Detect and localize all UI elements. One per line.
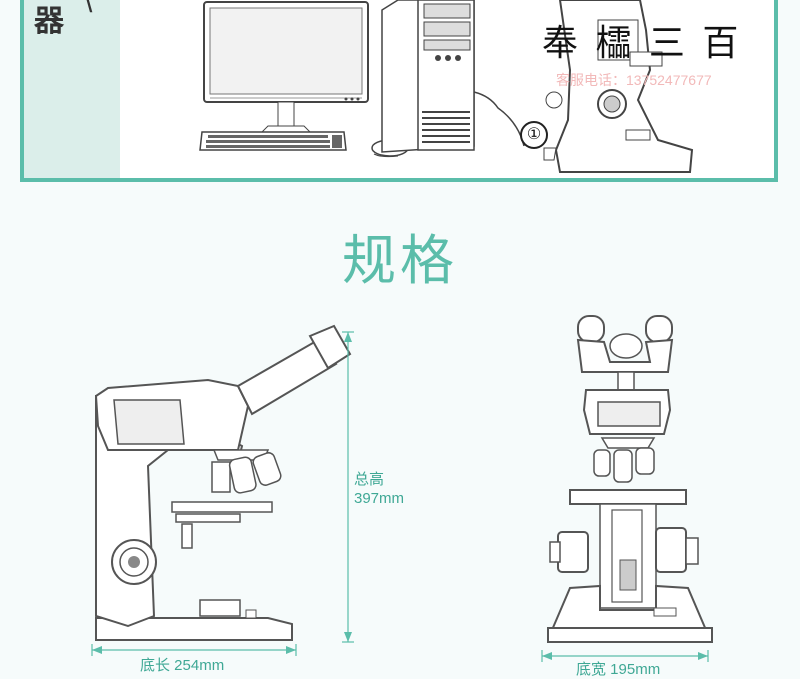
watermark-title: 奉 櫺 三 百 [542, 23, 742, 64]
panel-side-label-extra: \ [84, 0, 93, 19]
height-value: 397mm [354, 490, 405, 507]
keyboard-icon [199, 131, 347, 151]
connection-callout: ① [520, 121, 548, 149]
microscope-side-icon [94, 324, 352, 641]
depth-dimension-line [91, 644, 297, 656]
height-dimension-line [342, 331, 354, 643]
panel-side-label: 器 [34, 4, 66, 39]
depth-label: 底长 254mm [140, 657, 225, 674]
microscope-front-icon [547, 315, 713, 643]
width-label: 底宽 195mm [576, 661, 661, 678]
watermark-subtitle: 客服电话：13752477677 [556, 72, 712, 88]
microscope-top-icon [543, 0, 694, 173]
computer-tower-icon [381, 0, 525, 153]
section-title: 规格 [342, 229, 458, 292]
height-label: 总高 [354, 471, 385, 488]
monitor-icon [203, 1, 369, 133]
width-dimension-line [541, 650, 709, 662]
panel-side-band: 器 \ [24, 0, 120, 178]
